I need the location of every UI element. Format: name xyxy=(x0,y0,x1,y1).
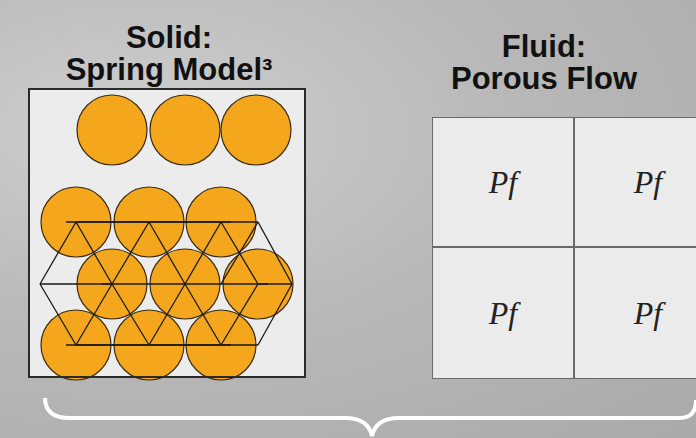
spring xyxy=(76,221,258,222)
spring-lattice xyxy=(40,222,292,345)
spring xyxy=(221,222,258,284)
column-heading: Fluid:Porous Flow xyxy=(424,31,664,95)
spring xyxy=(40,222,76,284)
pressure-cell: Pf xyxy=(574,247,696,379)
particle xyxy=(221,95,291,165)
spring xyxy=(149,284,185,345)
spring xyxy=(221,284,258,345)
pressure-label: Pf xyxy=(634,295,662,332)
fluid-grid: Fluid:Porous FlowPfPfPfPf xyxy=(432,117,696,379)
pressure-cell: Pf xyxy=(574,117,696,247)
curly-brace xyxy=(45,398,696,436)
particle xyxy=(150,95,220,165)
pressure-cell: Pf xyxy=(432,247,574,379)
column-heading: Solid:Spring Model³ xyxy=(30,22,308,86)
heading-model: Spring Model³ xyxy=(30,54,308,86)
pressure-label: Pf xyxy=(489,295,517,332)
spring xyxy=(40,283,112,284)
solid-box: Solid:Spring Model³ xyxy=(28,88,306,378)
spring xyxy=(258,283,292,284)
spring xyxy=(258,284,292,345)
spring xyxy=(76,284,112,345)
spring xyxy=(185,284,221,345)
spring xyxy=(76,344,258,345)
spring xyxy=(40,284,76,345)
spring xyxy=(258,222,292,284)
spring xyxy=(149,222,185,284)
heading-kind: Solid: xyxy=(30,22,308,54)
heading-model: Porous Flow xyxy=(424,63,664,95)
particle xyxy=(77,95,147,165)
pressure-label: Pf xyxy=(489,164,517,201)
spring xyxy=(185,222,221,284)
pressure-cell: Pf xyxy=(432,117,574,247)
spring xyxy=(112,222,149,284)
spring xyxy=(112,284,149,345)
heading-kind: Fluid: xyxy=(424,31,664,63)
pressure-label: Pf xyxy=(634,164,662,201)
spring xyxy=(221,222,258,284)
spring xyxy=(76,222,112,284)
particle-packing xyxy=(41,95,293,380)
